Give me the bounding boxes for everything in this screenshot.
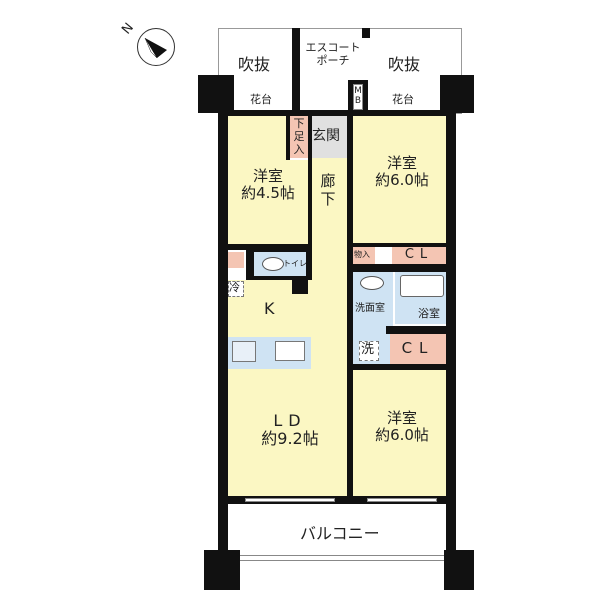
- escort-porch-label: エスコート ポーチ: [305, 41, 361, 67]
- balcony-label: バルコニー: [300, 524, 380, 543]
- western-room-3: [353, 370, 446, 496]
- storage-label: 物入: [354, 250, 370, 259]
- entrance-label: 玄関: [312, 128, 340, 144]
- wall: [308, 116, 312, 292]
- western-room-1-ext: [290, 160, 308, 246]
- wall: [218, 110, 456, 116]
- wall: [347, 116, 353, 496]
- western-room-2-label: 洋室約6.0帖: [360, 154, 444, 190]
- room-name: 洋室: [386, 154, 417, 172]
- compass: [137, 28, 175, 66]
- wall: [292, 28, 300, 118]
- room-size: 約6.0帖: [375, 426, 429, 445]
- room-size: 約6.0帖: [375, 171, 429, 190]
- wall: [286, 116, 290, 160]
- room-size: 約9.2帖: [261, 429, 319, 449]
- storage: [353, 247, 375, 264]
- pillar: [204, 550, 240, 590]
- window[interactable]: [245, 498, 335, 502]
- compass-arrow-icon: [144, 37, 167, 59]
- balcony-railing: [240, 555, 444, 561]
- closet-2: [390, 334, 446, 364]
- closet-1: [392, 247, 446, 264]
- washbasin-icon: [360, 276, 384, 290]
- pillar: [444, 550, 474, 590]
- fridge-space: [228, 281, 244, 297]
- toilet-icon: [262, 257, 284, 271]
- hallway-label: 廊下: [320, 172, 336, 208]
- window[interactable]: [367, 498, 437, 502]
- wall: [218, 112, 228, 552]
- room-name: 洋室: [386, 409, 417, 427]
- washer-label: 洗: [361, 342, 375, 357]
- sink-icon: [275, 341, 305, 361]
- shoe-storage-label: 下足入: [293, 117, 305, 156]
- mb-label: MB: [354, 86, 362, 106]
- kitchen-label: K: [264, 299, 275, 318]
- wall: [218, 496, 456, 504]
- closet-1-label: CL: [404, 247, 434, 262]
- closet-2-label: CL: [401, 339, 435, 357]
- washroom-label: 洗面室: [355, 303, 385, 314]
- entrance: [310, 116, 348, 158]
- pillar: [440, 75, 474, 113]
- toilet-label: トイレ: [283, 259, 307, 268]
- pillar: [198, 75, 234, 113]
- wall: [446, 112, 456, 552]
- hallway: [312, 158, 347, 288]
- wall: [362, 28, 370, 38]
- void-left-label: 吹抜: [238, 55, 271, 74]
- compass-label: N: [119, 20, 137, 38]
- bathroom-label: 浴室: [418, 307, 440, 320]
- wall: [347, 364, 446, 370]
- planter-left-label: 花台: [250, 93, 272, 106]
- western-room-1-label: 洋室約4.5帖: [232, 167, 304, 203]
- stove-icon: [232, 341, 256, 362]
- room-name: LD: [273, 411, 307, 430]
- planter-right-label: 花台: [392, 93, 414, 106]
- wall: [353, 264, 446, 272]
- ld-k: [228, 280, 347, 496]
- room-name: 洋室: [252, 167, 283, 185]
- void-right-label: 吹抜: [388, 55, 421, 74]
- fridge-label: 冷: [229, 281, 240, 294]
- western-room-1: [228, 116, 290, 246]
- radiator: [228, 252, 244, 268]
- wall: [353, 243, 446, 247]
- wall: [228, 244, 308, 250]
- bathtub-icon: [400, 275, 444, 297]
- shoe-storage: [290, 116, 308, 158]
- washer-space: [359, 341, 379, 361]
- mb-box: [353, 84, 363, 110]
- wall: [386, 326, 446, 334]
- room-size: 約4.5帖: [241, 184, 295, 203]
- western-room-3-label: 洋室約6.0帖: [360, 409, 444, 445]
- western-room-2: [353, 116, 446, 244]
- wall: [292, 280, 308, 294]
